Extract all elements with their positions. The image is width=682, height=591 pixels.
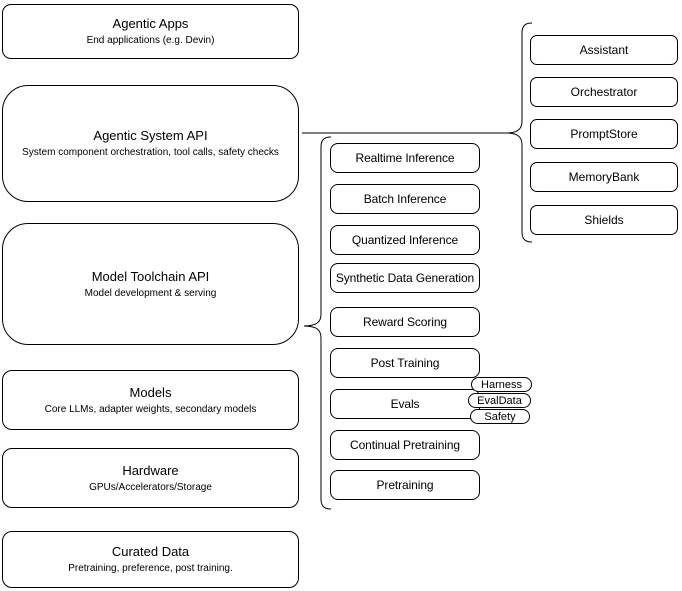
node-models: Models Core LLMs, adapter weights, secon… — [2, 370, 299, 430]
node-title: Hardware — [122, 462, 179, 478]
toolchain-item-quantized-inference: Quantized Inference — [330, 225, 480, 255]
component-orchestrator: Orchestrator — [530, 77, 678, 107]
node-curated-data: Curated Data Pretraining, preference, po… — [2, 531, 299, 588]
node-title: Models — [129, 384, 172, 400]
node-agentic-system-api: Agentic System API System component orch… — [2, 85, 299, 202]
node-agentic-apps: Agentic Apps End applications (e.g. Devi… — [2, 4, 299, 59]
toolchain-item-post-training: Post Training — [330, 348, 480, 378]
eval-tag-harness: Harness — [471, 377, 532, 392]
node-title: Curated Data — [111, 544, 190, 559]
eval-tag-evaldata: EvalData — [468, 393, 531, 408]
node-title: Agentic System API — [93, 128, 208, 143]
node-hardware: Hardware GPUs/Accelerators/Storage — [2, 448, 299, 508]
component-shields: Shields — [530, 205, 678, 235]
node-subtitle: System component orchestration, tool cal… — [22, 147, 279, 158]
component-memorybank: MemoryBank — [530, 162, 678, 192]
component-promptstore: PromptStore — [530, 119, 678, 149]
toolchain-item-evals: Evals — [330, 389, 480, 419]
toolchain-item-reward-scoring: Reward Scoring — [330, 307, 480, 337]
toolchain-item-batch-inference: Batch Inference — [330, 184, 480, 214]
node-subtitle: End applications (e.g. Devin) — [86, 35, 215, 46]
node-subtitle: Model development & serving — [84, 287, 217, 299]
toolchain-item-realtime-inference: Realtime Inference — [330, 143, 480, 173]
node-model-toolchain-api: Model Toolchain API Model development & … — [2, 223, 299, 345]
system-components-brace — [505, 22, 533, 243]
node-subtitle: Core LLMs, adapter weights, secondary mo… — [44, 403, 257, 415]
component-assistant: Assistant — [530, 35, 678, 65]
node-title: Model Toolchain API — [91, 268, 210, 284]
toolchain-item-continual-pretraining: Continual Pretraining — [330, 430, 480, 460]
toolchain-brace — [303, 136, 332, 510]
node-subtitle: Pretraining, preference, post training. — [68, 563, 233, 574]
eval-tag-safety: Safety — [470, 409, 530, 424]
toolchain-item-pretraining: Pretraining — [330, 470, 480, 500]
toolchain-item-synthetic-data-generation: Synthetic Data Generation — [330, 263, 480, 293]
node-subtitle: GPUs/Accelerators/Storage — [89, 481, 212, 493]
node-title: Agentic Apps — [112, 16, 189, 31]
